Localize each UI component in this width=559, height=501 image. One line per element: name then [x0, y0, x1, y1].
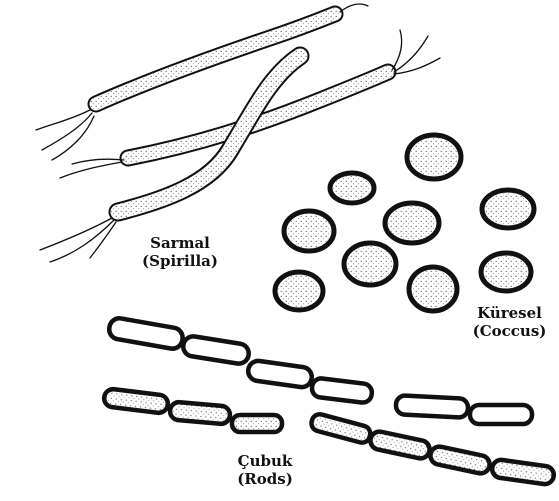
rod-cell [429, 445, 491, 475]
rod-cell [396, 395, 469, 418]
label-coccus-line2: (Coccus) [460, 322, 559, 340]
spirilla-group [36, 4, 440, 262]
label-rods-line2: (Rods) [220, 470, 310, 488]
rod-cell [247, 360, 313, 389]
rod-cell [182, 335, 250, 365]
label-spirilla-line1: Sarmal [128, 234, 232, 252]
label-spirilla: Sarmal (Spirilla) [128, 234, 232, 270]
label-spirilla-line2: (Spirilla) [128, 252, 232, 270]
coccus-group [275, 135, 534, 311]
spirillum-cell [40, 56, 300, 262]
rod-cell [310, 413, 372, 445]
rod-group [103, 317, 555, 485]
rod-cell [470, 405, 532, 424]
label-coccus: Küresel (Coccus) [460, 304, 559, 340]
label-rods: Çubuk (Rods) [220, 452, 310, 488]
rod-cell [369, 430, 431, 460]
rod-cell [311, 377, 373, 403]
rod-cell [108, 317, 185, 351]
rod-cell [491, 459, 555, 485]
rod-cell [232, 415, 282, 432]
rod-cell [169, 401, 230, 424]
rod-cell [103, 388, 169, 414]
label-rods-line1: Çubuk [220, 452, 310, 470]
label-coccus-line1: Küresel [460, 304, 559, 322]
